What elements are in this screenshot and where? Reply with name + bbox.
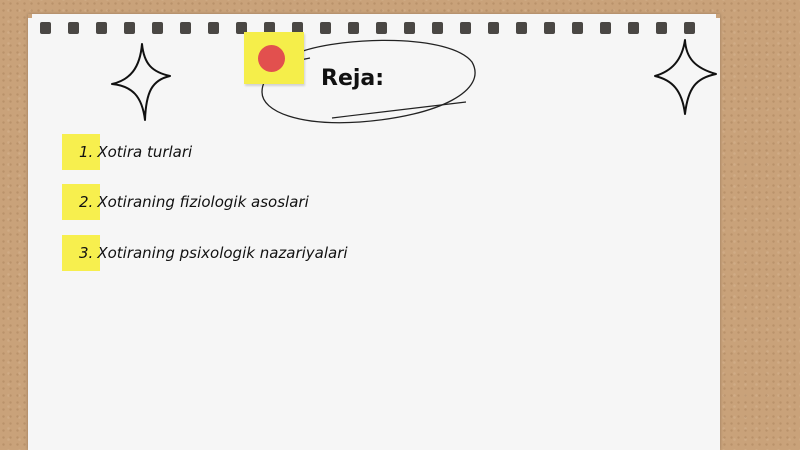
sticky-note xyxy=(244,32,304,84)
page-title: Reja: xyxy=(321,66,385,91)
binding-holes xyxy=(28,14,720,34)
highlight-marker xyxy=(62,235,100,271)
pushpin-icon xyxy=(258,45,285,72)
item-number: 3. xyxy=(79,244,94,262)
item-text: Xotiraning fiziologik asoslari xyxy=(97,193,309,211)
item-text: Xotiraning psixologik nazariyalari xyxy=(97,244,348,262)
highlight-marker xyxy=(62,184,100,220)
item-text: Xotira turlari xyxy=(97,143,193,161)
item-number: 1. xyxy=(79,143,94,161)
highlight-marker xyxy=(62,134,100,170)
item-number: 2. xyxy=(79,193,94,211)
